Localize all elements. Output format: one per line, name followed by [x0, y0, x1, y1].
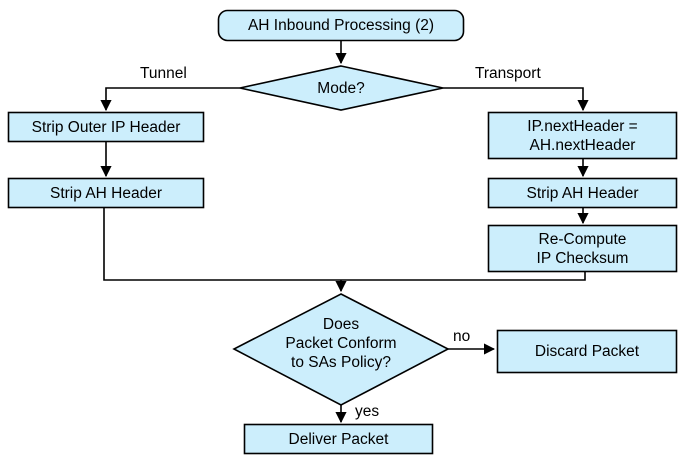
node-shape-strip-ah-right[interactable] [487, 177, 678, 209]
edge-label-transport: Transport [475, 65, 541, 82]
edge-label-tunnel: Tunnel [140, 65, 187, 82]
edge-mode-to-next-header [443, 87, 589, 112]
node-shape-start[interactable] [217, 9, 465, 42]
edge-label-no: no [453, 328, 471, 345]
edge-left-branch-merge [103, 208, 586, 281]
node-shape-conform[interactable] [232, 293, 450, 406]
node-shape-recompute[interactable] [487, 224, 678, 273]
edge-mode-to-strip-outer [100, 87, 240, 112]
node-shape-deliver[interactable] [243, 423, 434, 455]
node-shape-next-header[interactable] [487, 111, 678, 160]
node-shape-mode[interactable] [239, 65, 444, 111]
node-shape-discard[interactable] [496, 329, 678, 374]
edge-label-yes: yes [355, 403, 380, 420]
node-shape-strip-ah-left[interactable] [7, 177, 205, 209]
node-shape-strip-outer[interactable] [7, 111, 205, 143]
